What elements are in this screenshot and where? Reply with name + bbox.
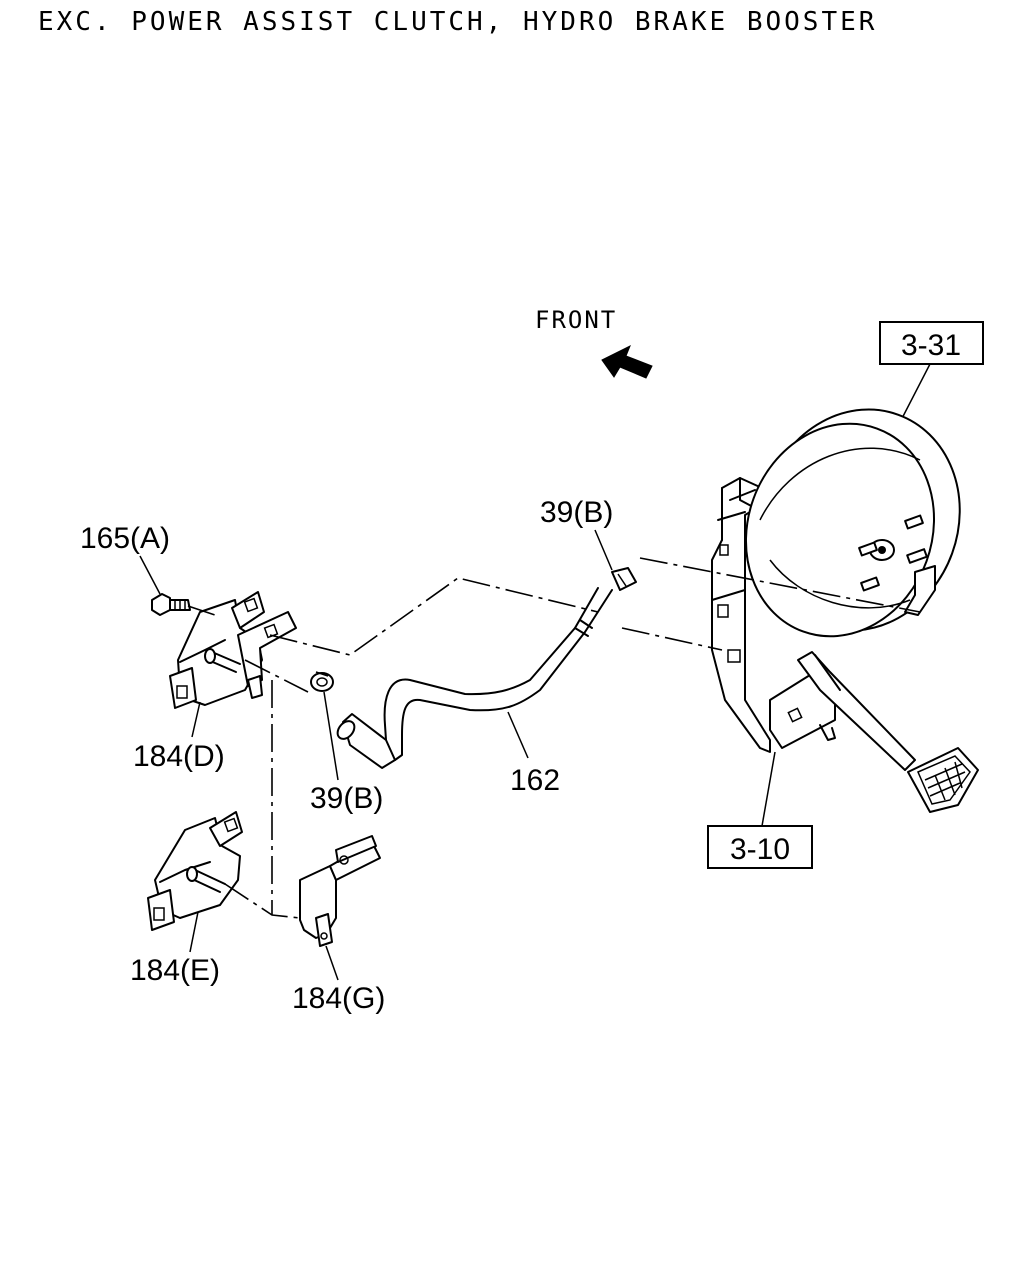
callout-bracket-e-leader: [189, 911, 199, 953]
bracket-g: [299, 835, 381, 947]
callout-hose-leader: [507, 711, 529, 759]
hose-clip-lower: [310, 671, 334, 692]
callout-bracket-e: 184(E): [130, 954, 220, 987]
phantom-lines: [187, 557, 921, 919]
callout-clip-upper-leader: [594, 529, 613, 571]
pedal-ref-label: 3-10: [730, 833, 790, 866]
pedal-ref-box[interactable]: 3-10: [707, 825, 813, 869]
callout-bracket-g: 184(G): [292, 982, 385, 1015]
bracket-d: [169, 591, 297, 709]
bolt-165: [151, 593, 191, 616]
booster-ref-box[interactable]: 3-31: [879, 321, 984, 365]
callout-clip-lower-leader: [323, 691, 339, 781]
booster-studs: [858, 514, 928, 592]
callout-clip-lower: 39(B): [310, 782, 383, 815]
callout-bracket-d-leader: [191, 701, 201, 738]
booster-ref-label: 3-31: [901, 329, 961, 362]
diagram-title: EXC. POWER ASSIST CLUTCH, HYDRO BRAKE BO…: [38, 7, 877, 37]
callout-bracket-d: 184(D): [133, 740, 225, 773]
callout-hose: 162: [510, 764, 560, 797]
callout-bolt: 165(A): [80, 522, 170, 555]
callout-bracket-g-leader: [325, 945, 339, 981]
vacuum-hose: [336, 567, 637, 769]
pedal-pad-grid: [917, 755, 971, 805]
bracket-e: [147, 811, 243, 931]
pedal-ref-leader: [761, 751, 776, 827]
callout-bolt-leader: [139, 555, 161, 595]
callout-clip-upper: 39(B): [540, 496, 613, 529]
front-arrow-icon: [601, 344, 653, 379]
pedal-bracket-assembly: [711, 477, 979, 813]
brake-booster: [744, 408, 961, 638]
front-label: FRONT: [535, 306, 617, 334]
